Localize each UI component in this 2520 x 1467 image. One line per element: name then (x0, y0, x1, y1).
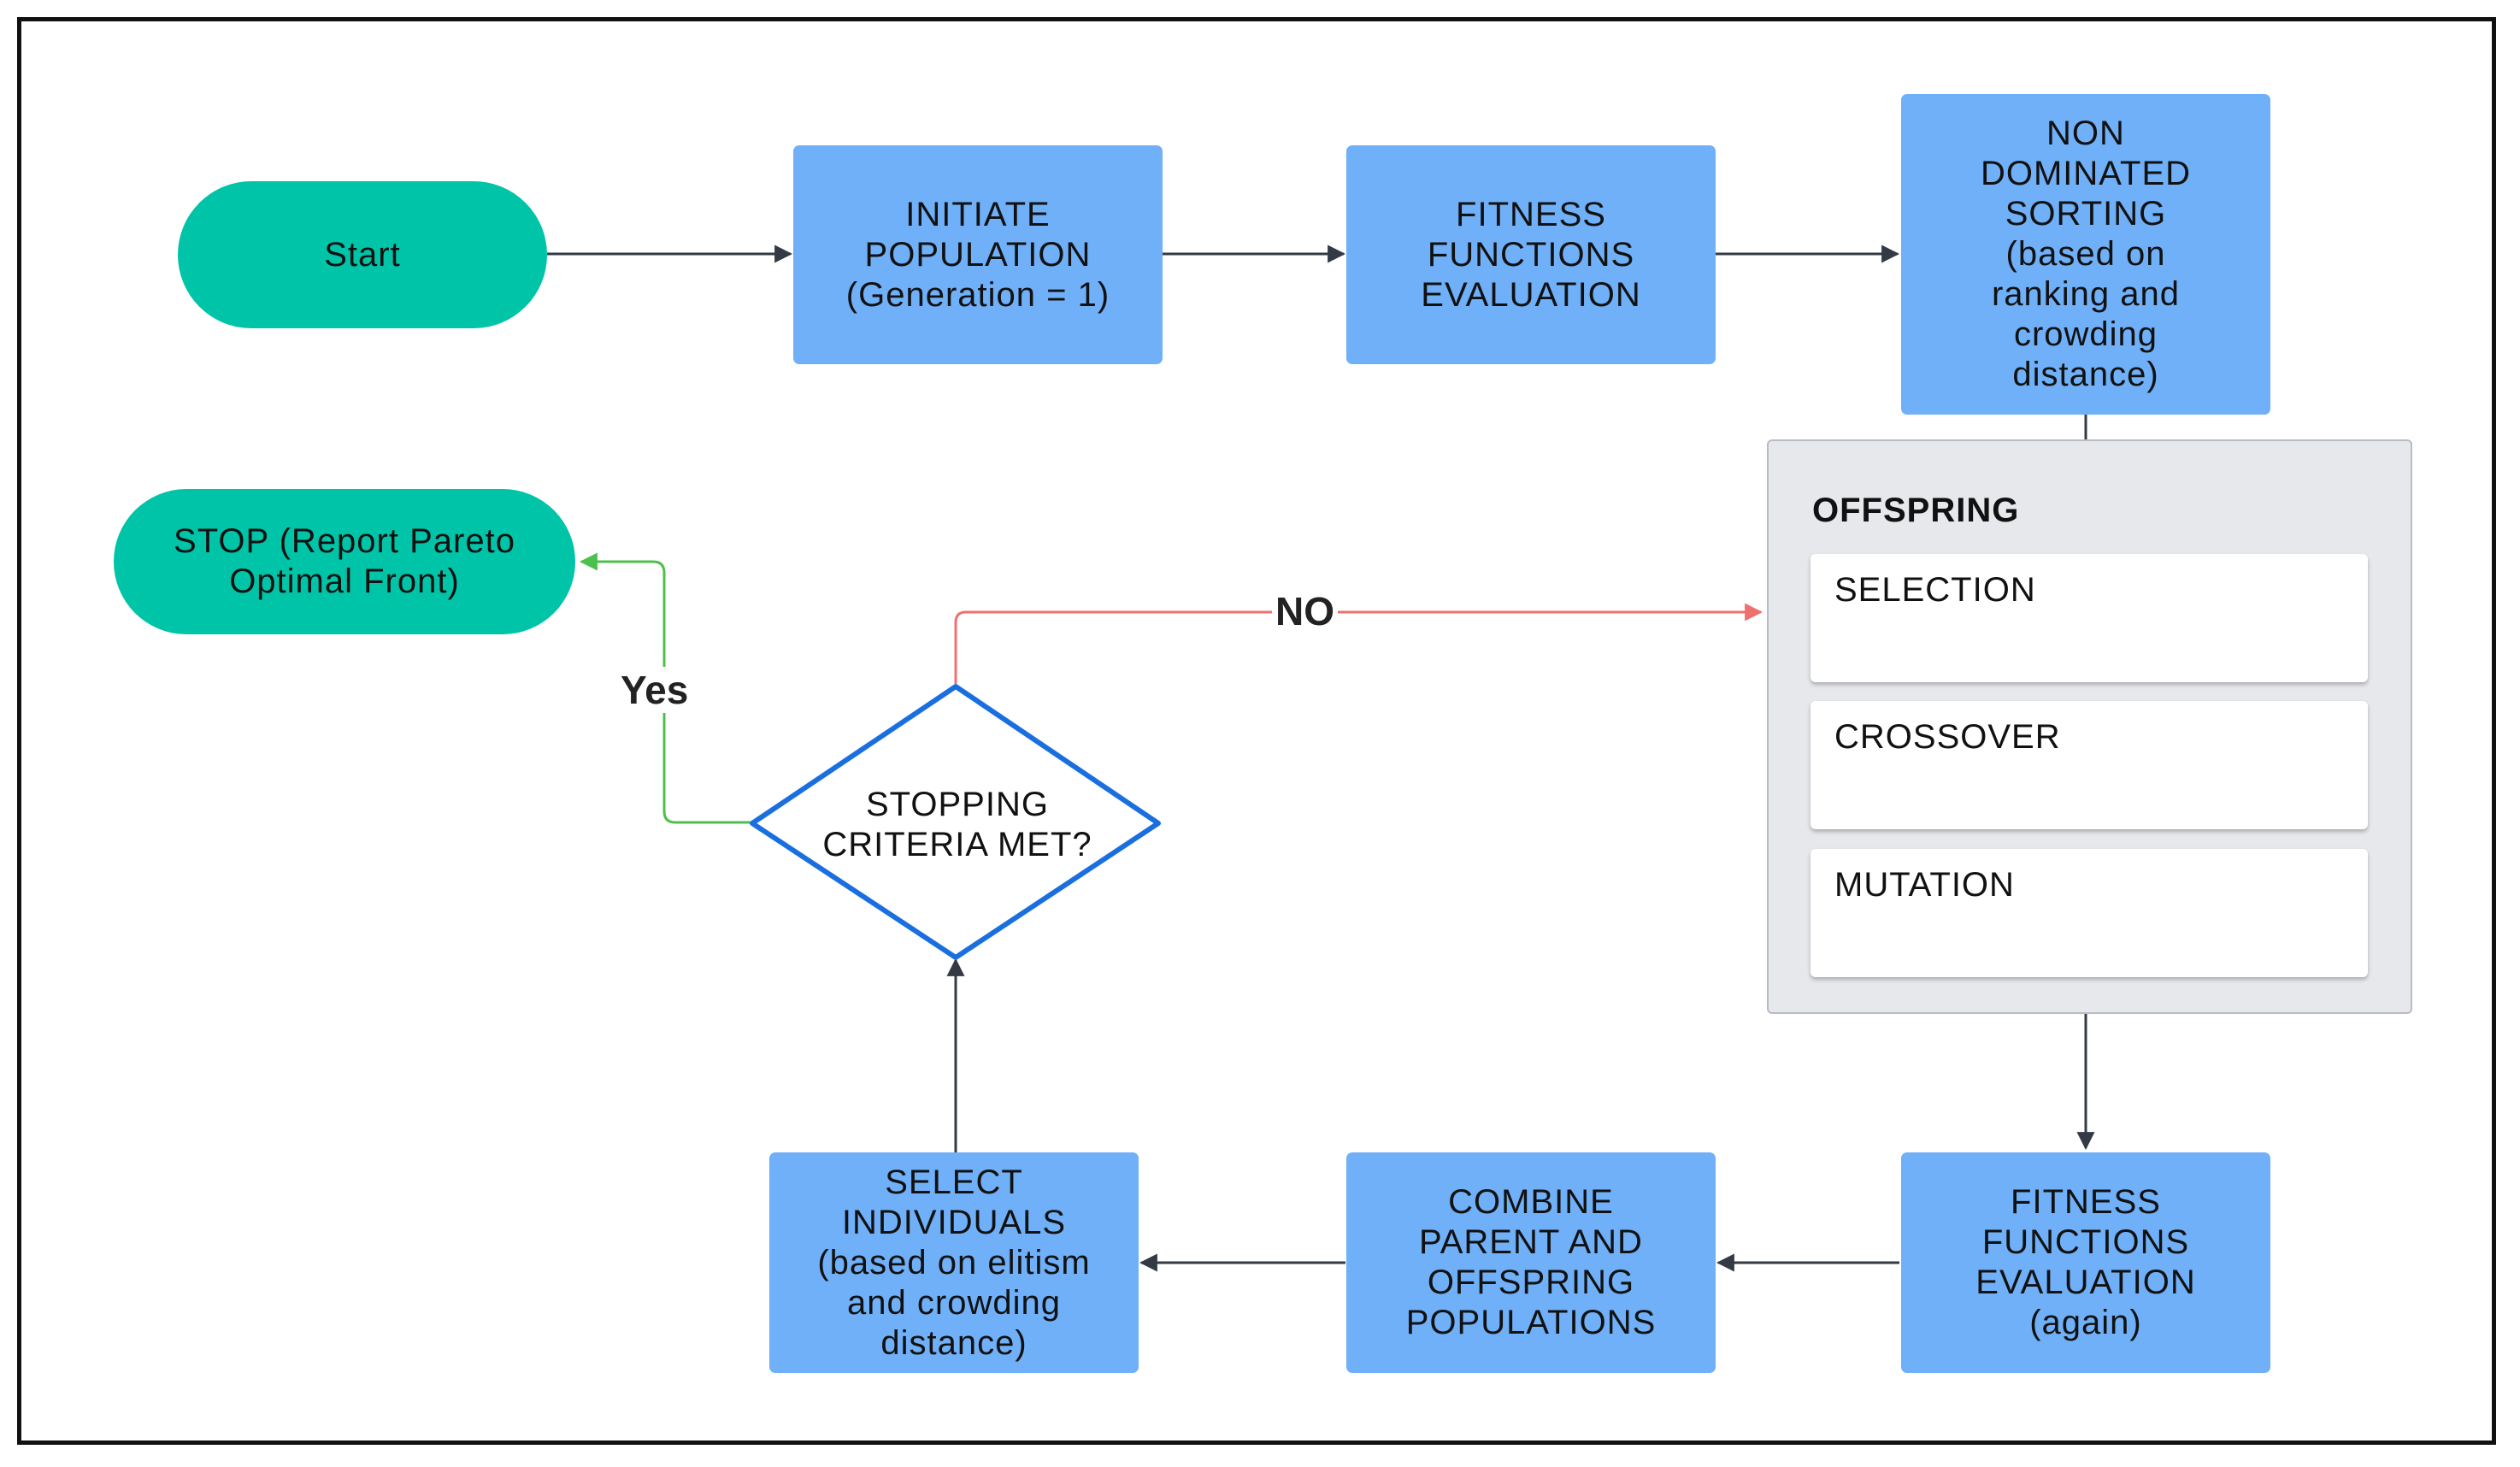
decision-diamond (750, 684, 1161, 960)
combine-populations-label: COMBINE PARENT AND OFFSPRING POPULATIONS (1405, 1183, 1657, 1341)
mutation-card: MUTATION (1811, 849, 2368, 977)
arrow-no-to-offspring (954, 603, 1763, 684)
selection-card: SELECTION (1811, 554, 2368, 682)
initiate-population-box: INITIATE POPULATION (Generation = 1) (793, 145, 1163, 364)
start-terminal: Start (178, 181, 547, 328)
non-dominated-sorting-box: NON DOMINATED SORTING (based on ranking … (1901, 94, 2270, 415)
fitness-evaluation-again-box: FITNESS FUNCTIONS EVALUATION (again) (1901, 1152, 2270, 1373)
crossover-card: CROSSOVER (1811, 701, 2368, 829)
fitness-evaluation-label: FITNESS FUNCTIONS EVALUATION (1421, 195, 1641, 314)
crossover-label: CROSSOVER (1834, 718, 2061, 756)
select-individuals-label: SELECT INDIVIDUALS (based on elitism and… (817, 1163, 1091, 1362)
yes-edge-label: Yes (617, 667, 692, 713)
select-individuals-box: SELECT INDIVIDUALS (based on elitism and… (769, 1152, 1139, 1373)
decision-label: STOPPING CRITERIA MET? (822, 786, 1092, 863)
combine-populations-box: COMBINE PARENT AND OFFSPRING POPULATIONS (1346, 1152, 1716, 1373)
selection-label: SELECTION (1834, 571, 2036, 609)
offspring-title: OFFSPRING (1812, 492, 2020, 529)
start-label: Start (324, 235, 401, 274)
mutation-label: MUTATION (1834, 866, 2015, 904)
no-edge-label: NO (1272, 588, 1338, 634)
non-dominated-sorting-label: NON DOMINATED SORTING (based on ranking … (1980, 115, 2192, 393)
stop-label: STOP (Report Pareto Optimal Front) (174, 522, 515, 600)
stop-terminal: STOP (Report Pareto Optimal Front) (114, 489, 575, 634)
fitness-evaluation-box: FITNESS FUNCTIONS EVALUATION (1346, 145, 1716, 364)
fitness-evaluation-again-label: FITNESS FUNCTIONS EVALUATION (again) (1975, 1183, 2196, 1341)
initiate-population-label: INITIATE POPULATION (Generation = 1) (845, 195, 1110, 314)
